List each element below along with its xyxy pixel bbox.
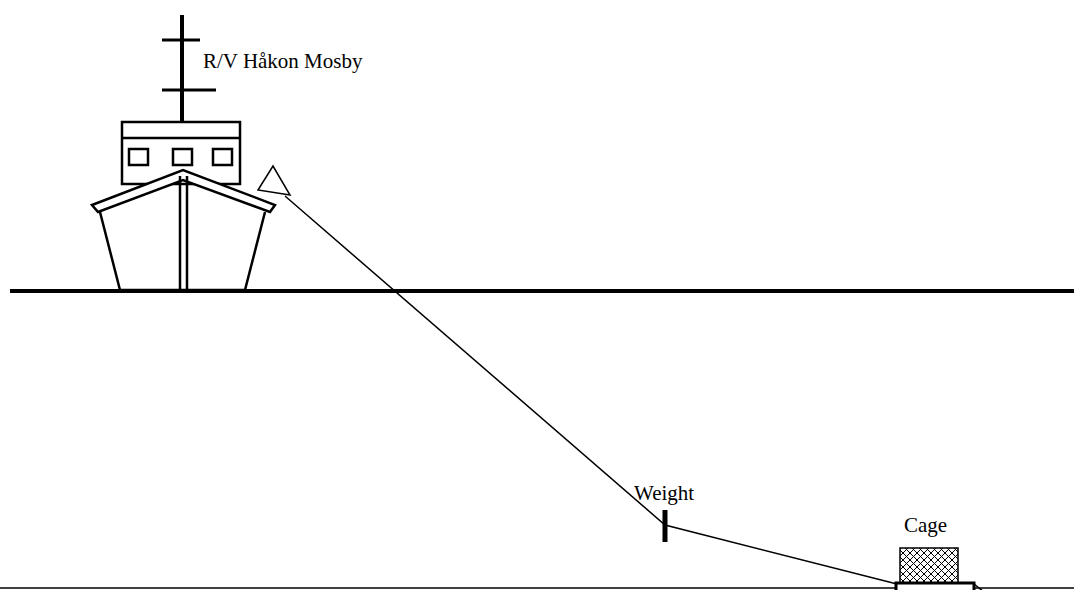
weight [663, 510, 668, 542]
cage [896, 548, 994, 590]
ship-name: R/V Håkon Mosby [203, 50, 362, 73]
tow-cable [285, 196, 897, 584]
sea-surface [10, 289, 1074, 293]
part-name: Cage [904, 514, 947, 537]
part-name: Weight [634, 482, 694, 505]
